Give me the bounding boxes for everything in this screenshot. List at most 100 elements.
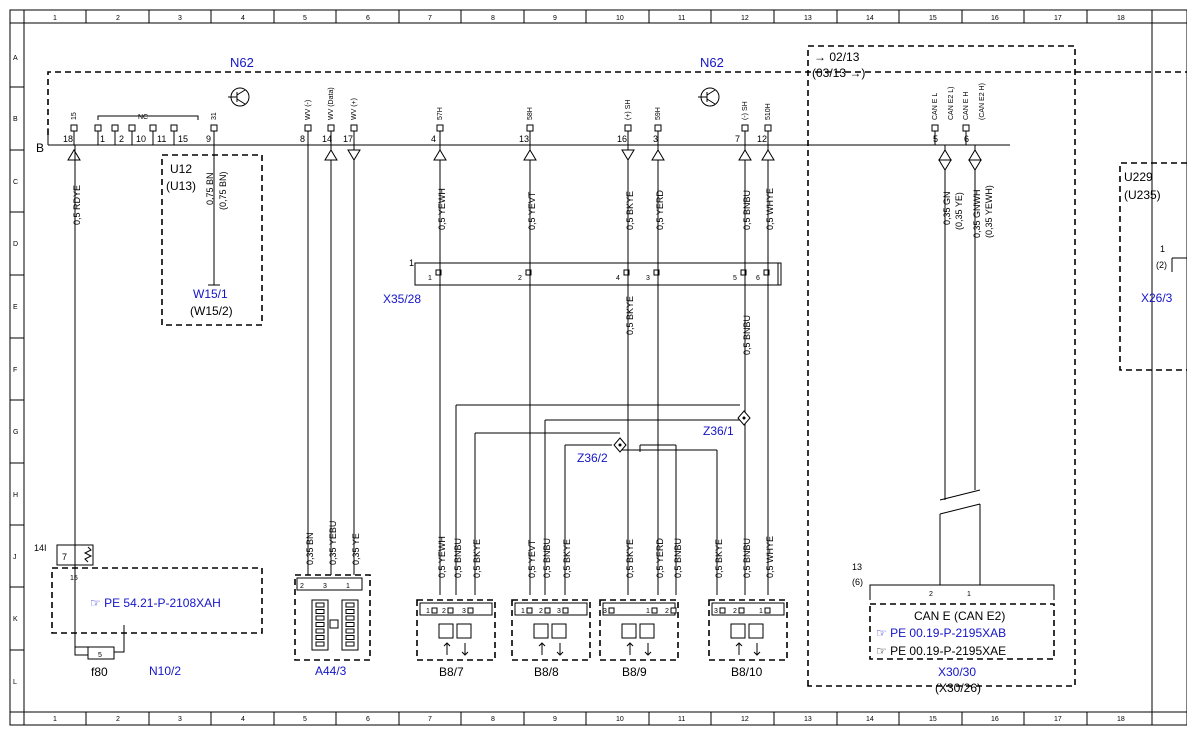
grid-row-F: F (13, 367, 17, 374)
grid-col-10: 10 (616, 716, 624, 723)
grid-col-18: 18 (1117, 716, 1125, 723)
x35-pin: 2 (518, 275, 522, 282)
x3030-link[interactable]: X30/30 (938, 665, 976, 679)
wire-label: 0,5 BKYE (625, 296, 635, 335)
pin-bottom-number: 18 (63, 134, 73, 144)
grid-col-1: 1 (53, 716, 57, 723)
x35-link[interactable]: X35/28 (383, 292, 421, 306)
u229-label: U229 (1124, 170, 1153, 184)
sensor-pin: 1 (426, 608, 430, 615)
a443-link[interactable]: A44/3 (315, 664, 347, 678)
sensor-pin: 3 (557, 608, 561, 615)
wire-label: 0,5 BNBU (742, 190, 752, 230)
sensor-pin: 2 (733, 608, 737, 615)
grid-col-16: 16 (991, 15, 999, 22)
f80-label: f80 (91, 665, 108, 679)
pin-top-label: 57H (437, 107, 444, 120)
fuse-pin-5: 5 (98, 652, 102, 659)
wire-label: 0,35 BN (305, 532, 315, 565)
sensor-label: B8/9 (622, 665, 647, 679)
grid-col-8: 8 (491, 15, 495, 22)
x26-link[interactable]: X26/3 (1141, 291, 1173, 305)
sensor-box (708, 599, 788, 661)
resistor-icon (83, 546, 93, 563)
grid-col-2: 2 (116, 716, 120, 723)
wire-label: 0,35 YEBU (328, 521, 338, 565)
z361-link[interactable]: Z36/1 (703, 424, 734, 438)
a44-pin: 1 (346, 583, 350, 590)
pin-top-label: 58H (527, 107, 534, 120)
n62-label-right[interactable]: N62 (700, 55, 724, 70)
wire-label: 0,5 BNBU (742, 315, 752, 355)
sensor-pin: 1 (646, 608, 650, 615)
pin-bottom-number: 17 (343, 134, 353, 144)
n102-box (51, 567, 263, 634)
wire-label: 0,5 WHYE (765, 188, 775, 230)
w151-link[interactable]: W15/1 (193, 287, 228, 301)
grid-row-B: B (13, 116, 18, 123)
wire-label: 0,5 BNBU (673, 538, 683, 578)
n62-label-left[interactable]: N62 (230, 55, 254, 70)
x35-pin: 4 (616, 275, 620, 282)
z362-link[interactable]: Z36/2 (577, 451, 608, 465)
wire-label: 0,5 YERD (655, 538, 665, 578)
pe-n10-link[interactable]: ☞ PE 54.21-P-2108XAH (90, 596, 221, 610)
x30-13-label: 13 (852, 562, 862, 572)
grid-col-6: 6 (366, 15, 370, 22)
pe-can2-link[interactable]: ☞ PE 00.19-P-2195XAE (876, 644, 1006, 658)
pin-top-label: (+) SH (625, 100, 632, 120)
grid-col-11: 11 (678, 716, 685, 723)
sensor-wires (455, 405, 718, 595)
wire-label: 0,5 BNBU (453, 538, 463, 578)
wire-label: 0,35 YE (351, 533, 361, 565)
pin-top-label: 59H (655, 107, 662, 120)
pin-top-label: CAN E L (932, 93, 939, 120)
u235-label: (U235) (1124, 188, 1161, 202)
pin-bottom-number: 2 (119, 134, 124, 144)
grid-row-D: D (13, 241, 18, 248)
sensor-label: B8/10 (731, 665, 763, 679)
x35-pin: 3 (646, 275, 650, 282)
wire-label: (0,35 YEWH) (984, 185, 994, 238)
wire-label: 0,5 BKYE (714, 539, 724, 578)
grid-col-3: 3 (178, 15, 182, 22)
a443-display-left (311, 599, 329, 651)
transistor-icon (698, 87, 720, 107)
u229-box (1119, 162, 1187, 371)
x26-pin: 1 (1160, 244, 1165, 254)
grid-col-12: 12 (741, 15, 749, 22)
sensor-pin: 1 (521, 608, 525, 615)
sensor-pin: 2 (539, 608, 543, 615)
pin-bottom-number: 12 (757, 134, 767, 144)
n62-housing-outline (47, 71, 1187, 135)
grid-row-G: G (13, 429, 18, 436)
pe-can1-link[interactable]: ☞ PE 00.19-P-2195XAB (876, 626, 1006, 640)
sensor-pin: 2 (442, 608, 446, 615)
grid-col-8: 8 (491, 716, 495, 723)
a443-display-right (341, 599, 359, 651)
x3030-box (869, 603, 1055, 660)
x35-pin: 5 (733, 275, 737, 282)
z361-node-icon (737, 410, 751, 426)
grid-col-10: 10 (616, 15, 624, 22)
wire-label: 0,5 YEVT (527, 191, 537, 230)
x30-pin-1: 1 (967, 591, 971, 598)
pin-bottom-number: 3 (653, 134, 658, 144)
n102-link[interactable]: N10/2 (149, 664, 181, 678)
transistor-icon (228, 87, 250, 107)
grid-col-12: 12 (741, 716, 749, 723)
u12-box (161, 154, 263, 326)
x35-pin: 6 (756, 275, 760, 282)
pin-top-label: 510H (765, 103, 772, 120)
grid-col-1: 1 (53, 15, 57, 22)
grid-row-K: K (13, 616, 18, 623)
pin-top-label: WV (+) (351, 98, 358, 120)
diagram-frame (9, 9, 1187, 726)
wire-label: 0,5 YEVT (527, 539, 537, 578)
pin-bottom-number: 6 (964, 134, 969, 144)
